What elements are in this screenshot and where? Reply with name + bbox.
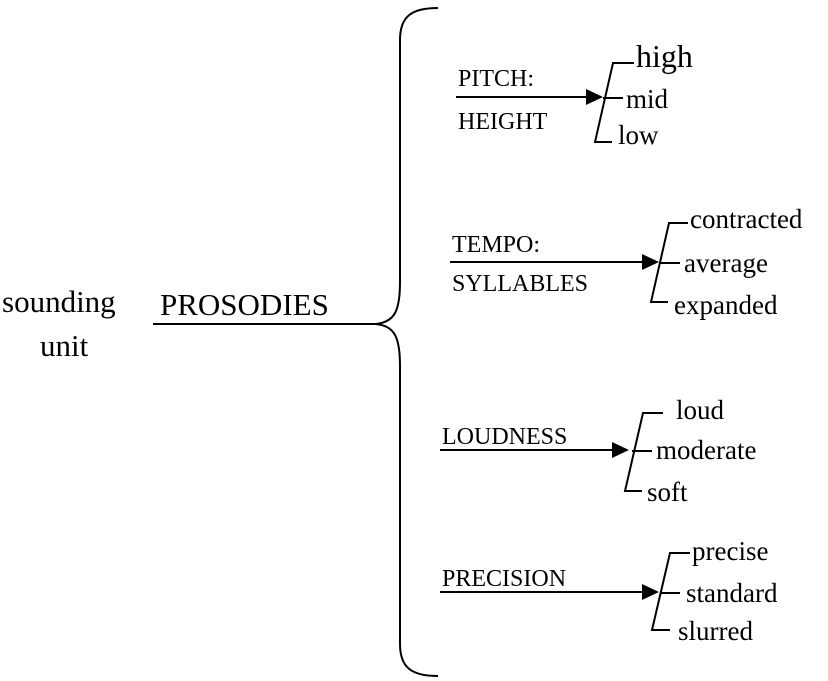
branch-label-top: TEMPO: bbox=[452, 232, 540, 258]
branch-label-top: PITCH: bbox=[458, 66, 534, 92]
option-text: contracted bbox=[690, 204, 803, 234]
branch-arrowhead bbox=[642, 254, 659, 270]
main-brace bbox=[375, 7, 439, 677]
root-label-sounding: sounding bbox=[2, 284, 116, 319]
option-text: slurred bbox=[678, 616, 753, 646]
option-text: standard bbox=[686, 578, 778, 608]
sub-bracket bbox=[650, 552, 690, 631]
option-text: low bbox=[618, 120, 659, 150]
option-text: precise bbox=[692, 536, 768, 566]
sub-bracket bbox=[593, 62, 634, 143]
branch-tempo: TEMPO: SYLLABLES contracted average expa… bbox=[450, 204, 803, 320]
branch-loudness: LOUDNESS loud moderate soft bbox=[440, 395, 756, 507]
option-text: expanded bbox=[674, 290, 778, 320]
prosodies-label: PROSODIES bbox=[160, 287, 329, 322]
option-text: loud bbox=[676, 395, 725, 425]
root-label-unit: unit bbox=[40, 328, 89, 363]
branch-label-bottom: SYLLABLES bbox=[452, 271, 588, 297]
option-text: moderate bbox=[656, 435, 756, 465]
branch-label-bottom: HEIGHT bbox=[458, 109, 548, 135]
option-text: high bbox=[636, 38, 693, 74]
branch-arrowhead bbox=[586, 89, 603, 105]
branch-pitch: PITCH: HEIGHT high mid low bbox=[456, 38, 693, 150]
branch-label-top: LOUDNESS bbox=[442, 424, 567, 450]
option-text: mid bbox=[626, 84, 669, 114]
branch-arrowhead bbox=[612, 442, 629, 458]
branch-arrowhead bbox=[642, 584, 659, 600]
option-text: average bbox=[684, 248, 768, 278]
branch-label-top: PRECISION bbox=[442, 566, 566, 592]
option-text: soft bbox=[647, 477, 688, 507]
branch-precision: PRECISION precise standard slurred bbox=[440, 536, 778, 646]
